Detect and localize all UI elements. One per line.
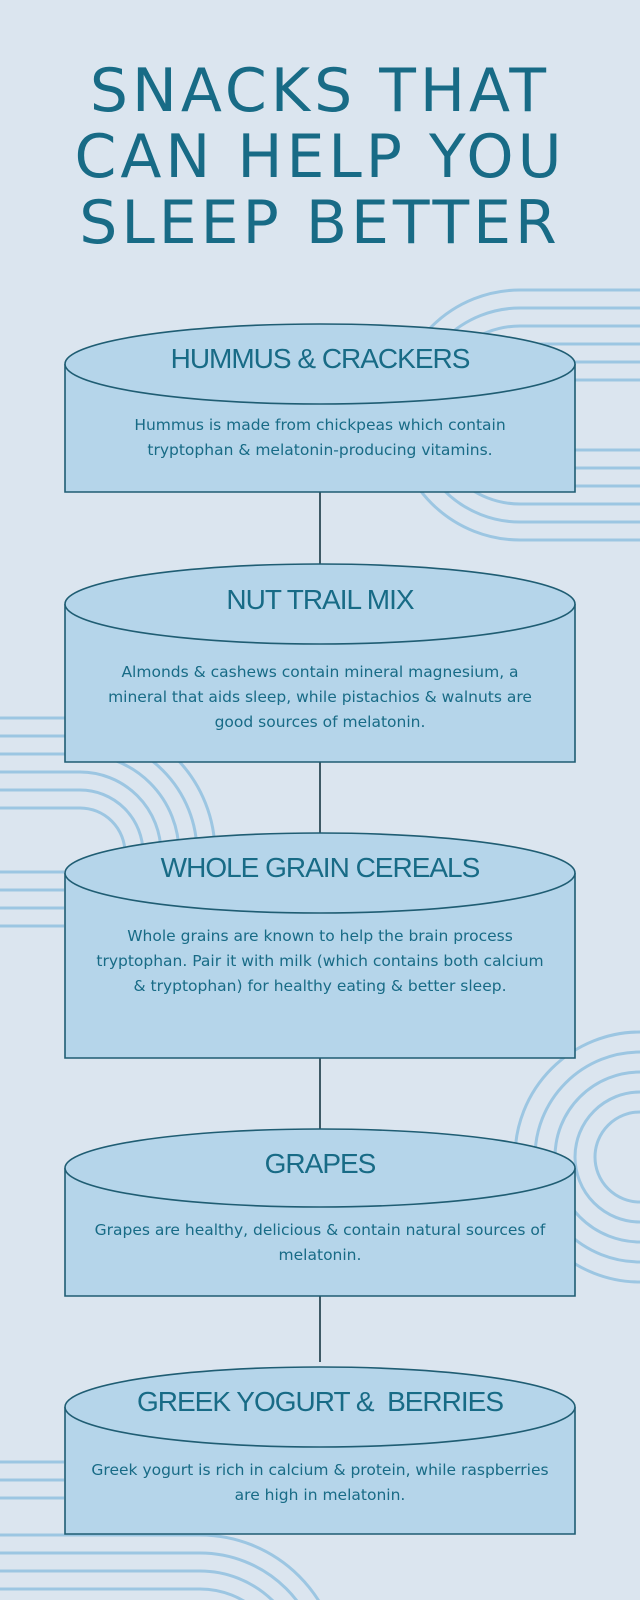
snack-description: Almonds & cashews contain mineral magnes… [108, 663, 532, 731]
cylinder-shape [64, 1128, 576, 1297]
title-line-2: CAN HELP YOU [74, 122, 566, 192]
cylinder-shape [64, 323, 576, 493]
snack-title: GREEK YOGURT & BERRIES [136, 1386, 504, 1417]
cylinder-shape [64, 1366, 576, 1535]
snack-description: Whole grains are known to help the brain… [96, 927, 544, 995]
snack-card-yogurt: GREEK YOGURT & BERRIES Greek yogurt is r… [64, 1366, 576, 1536]
snack-title: GRAPES [264, 1148, 377, 1179]
title-line-3: SLEEP BETTER [79, 188, 561, 258]
snack-description: Grapes are healthy, delicious & contain … [94, 1221, 546, 1264]
cylinder-shape [64, 832, 576, 1059]
connector-line [319, 762, 321, 834]
connector-line [319, 1296, 321, 1362]
title-line-1: SNACKS THAT [89, 56, 551, 126]
snack-title: NUT TRAIL MIX [226, 584, 414, 615]
connector-line [319, 492, 321, 564]
snack-title: WHOLE GRAIN CEREALS [160, 852, 481, 883]
snack-card-hummus: HUMMUS & CRACKERS Hummus is made from ch… [64, 323, 576, 495]
snack-card-cereals: WHOLE GRAIN CEREALS Whole grains are kno… [64, 832, 576, 1060]
page-title: SNACKS THAT CAN HELP YOU SLEEP BETTER [0, 58, 640, 256]
snack-card-trail-mix: NUT TRAIL MIX Almonds & cashews contain … [64, 562, 576, 764]
snack-description: Greek yogurt is rich in calcium & protei… [91, 1461, 549, 1504]
snack-card-grapes: GRAPES Grapes are healthy, delicious & c… [64, 1128, 576, 1298]
snack-title: HUMMUS & CRACKERS [170, 343, 471, 374]
cylinder-shape [64, 563, 576, 763]
snack-description: Hummus is made from chickpeas which cont… [134, 416, 506, 459]
connector-line [319, 1058, 321, 1130]
